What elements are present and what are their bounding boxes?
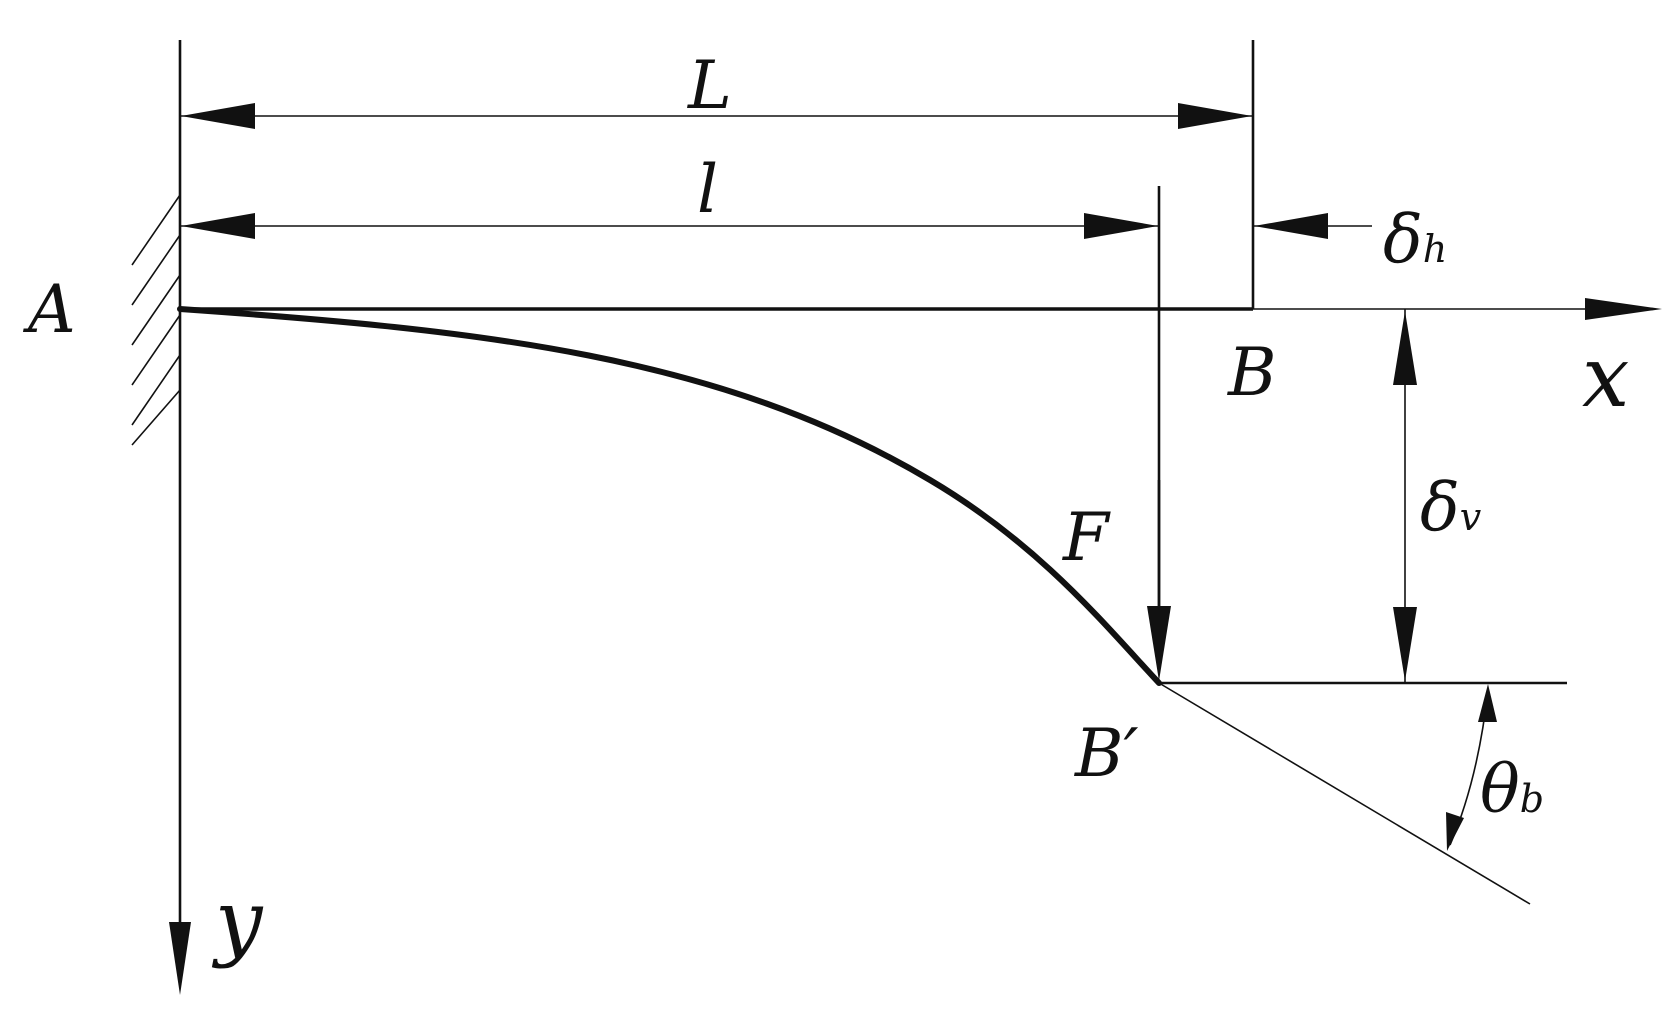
- label-delta-v: δv: [1420, 469, 1482, 546]
- label-force: F: [1062, 499, 1111, 576]
- theta-b-angle-arc: [1446, 684, 1497, 851]
- label-theta-b: θb: [1480, 751, 1544, 828]
- label-b: B: [1227, 334, 1277, 411]
- delta-v-dimension: [1393, 309, 1417, 683]
- label-total-length: L: [687, 47, 732, 124]
- label-a: A: [22, 271, 76, 348]
- dimension-l-total: [180, 103, 1253, 129]
- label-delta-h: δh: [1383, 201, 1447, 278]
- force-arrowhead: [1147, 606, 1171, 681]
- label-x-axis: x: [1582, 328, 1629, 426]
- label-load-position: l: [697, 151, 718, 228]
- deflected-beam-curve: [177, 306, 1162, 686]
- dimension-l-load: [180, 213, 1159, 239]
- fixed-support-hatching: [131, 194, 181, 446]
- label-y-axis: y: [211, 872, 264, 970]
- delta-h-arrow: [1253, 213, 1372, 239]
- x-axis-arrowhead: [1585, 298, 1662, 320]
- y-axis-arrowhead: [169, 922, 191, 995]
- tangent-line: [1158, 682, 1531, 905]
- label-deflected-end: B′: [1074, 715, 1139, 792]
